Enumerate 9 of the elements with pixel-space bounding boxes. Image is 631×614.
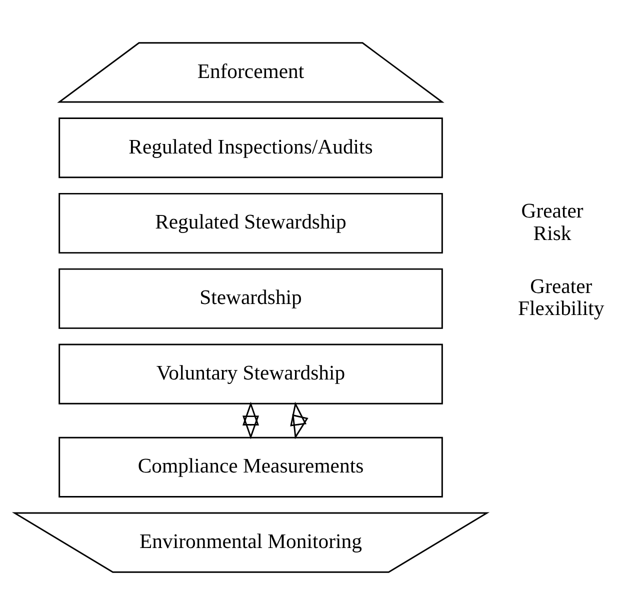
label: Greater Risk: [521, 200, 584, 244]
node-box: Regulated Stewardship: [58, 192, 443, 254]
node-box: Voluntary Stewardship: [58, 343, 443, 404]
label: Greater Flexibility: [518, 276, 604, 320]
node-box: Regulated Inspections/Audits: [58, 117, 443, 178]
arrow: [242, 401, 260, 439]
node-box: Compliance Measurements: [58, 436, 443, 497]
arrow: [290, 401, 308, 439]
node-box: Stewardship: [58, 268, 443, 328]
